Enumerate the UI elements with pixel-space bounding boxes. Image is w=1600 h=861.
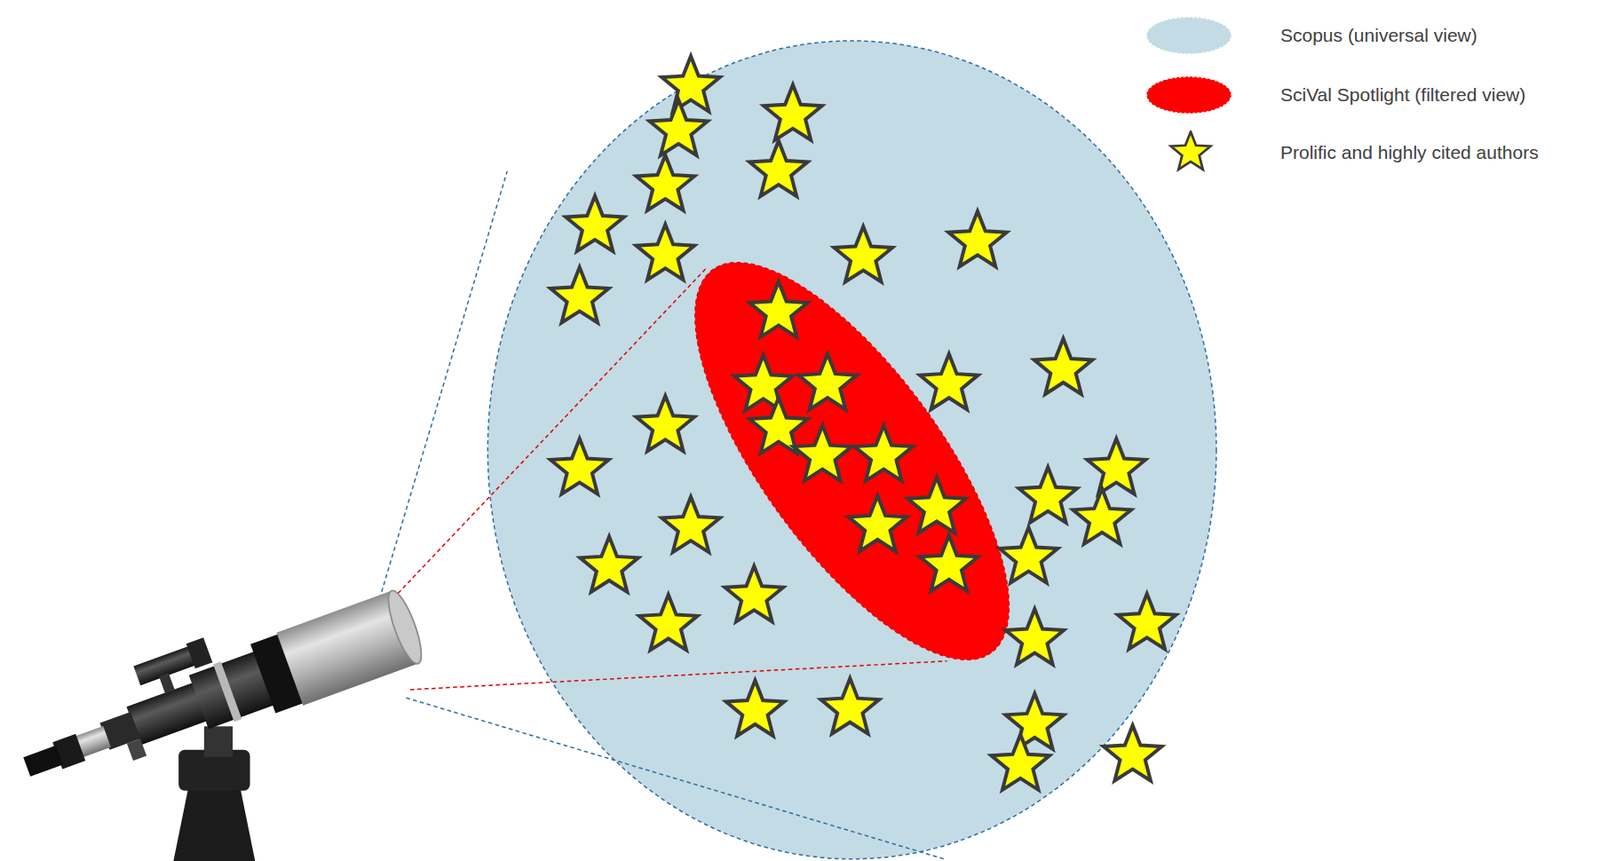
author-star [821, 678, 880, 734]
mount [204, 726, 233, 757]
author-star [661, 497, 721, 553]
author-star [1018, 467, 1078, 523]
author-star [565, 196, 625, 252]
author-star [798, 354, 857, 410]
legend-star [1171, 132, 1212, 170]
author-star [1072, 489, 1132, 545]
author-star [833, 226, 893, 282]
author-star [854, 425, 913, 481]
author-star [636, 224, 696, 280]
author-star [990, 734, 1050, 790]
author-star [907, 477, 967, 533]
tripod [173, 785, 255, 861]
author-star [919, 535, 979, 591]
author-star [1086, 438, 1146, 494]
author-star [1005, 694, 1065, 750]
view-line [373, 171, 508, 620]
legend-swatch [1145, 72, 1244, 118]
tube-band [213, 661, 242, 722]
focus-knob [126, 738, 147, 761]
eyepiece [23, 745, 64, 777]
legend-item: SciVal Spotlight (filtered view) [1145, 72, 1590, 118]
author-star [636, 155, 696, 211]
finder-bracket [158, 673, 175, 694]
legend-label: SciVal Spotlight (filtered view) [1280, 84, 1526, 106]
finder-scope [186, 637, 214, 669]
author-star [749, 141, 808, 197]
legend-star-sample [1145, 130, 1244, 175]
author-star [749, 281, 808, 337]
author-star [550, 267, 610, 323]
author-stars [550, 55, 1177, 791]
legend-swatch-shape [1147, 77, 1231, 113]
author-star [726, 681, 785, 737]
spotlight-field [640, 216, 1064, 705]
author-star [919, 354, 979, 410]
legend-label: Scopus (universal view) [1280, 24, 1478, 47]
tube-opening [381, 587, 428, 668]
legend-item: Scopus (universal view) [1145, 13, 1590, 58]
author-star [550, 438, 610, 494]
author-star [999, 527, 1059, 583]
telescope [6, 568, 428, 861]
author-star [1103, 725, 1163, 781]
legend-swatch [1145, 13, 1244, 58]
author-star [661, 55, 721, 111]
author-star [948, 211, 1007, 267]
author-star [724, 566, 784, 622]
author-star [792, 425, 852, 481]
author-star [636, 396, 696, 452]
filter-line [410, 661, 947, 690]
legend-label: Prolific and highly cited authors [1280, 142, 1539, 164]
legend-swatch-shape [1147, 17, 1231, 54]
author-star [1117, 594, 1177, 650]
filter-line [373, 267, 708, 620]
legend-item: Prolific and highly cited authors [1145, 130, 1590, 175]
author-star [1034, 339, 1094, 395]
author-star [649, 100, 708, 156]
author-star [734, 355, 793, 411]
author-star [848, 496, 908, 552]
author-star [763, 84, 823, 140]
author-star [1005, 609, 1065, 665]
author-star [639, 594, 698, 650]
author-star [579, 537, 639, 593]
scopus-field [487, 40, 1217, 860]
